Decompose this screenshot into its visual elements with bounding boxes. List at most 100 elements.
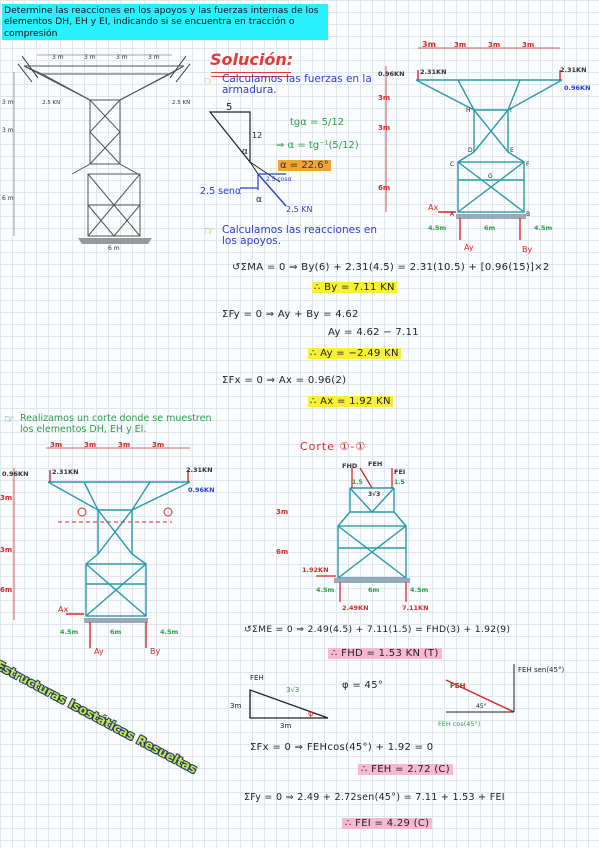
sen-label: 2.5 senα: [200, 186, 242, 197]
f2-dim-b2: 6m: [484, 224, 496, 232]
sec-dim-6m: 6m: [276, 548, 288, 556]
pointing-hand-icon-2: ☞: [204, 224, 215, 238]
sec-feh: FEH: [368, 460, 382, 468]
f3-load-4: 0.96KN: [188, 486, 215, 494]
eq-fy-1: ΣFy = 0 ⇒ Ay + By = 4.62: [222, 309, 359, 320]
f3-dim-top-4: 3m: [152, 441, 164, 449]
tg-equation: tgα = 5/12: [290, 117, 345, 128]
eq-fy-3: ΣFy = 0 ⇒ 2.49 + 2.72sen(45°) = 7.11 + 1…: [244, 792, 505, 803]
f2-dim-top-1: 3m: [422, 40, 436, 49]
problem-statement: Determine las reacciones en los apoyos y…: [2, 4, 328, 41]
step1-text: Calculamos las fuerzas en la armadura.: [222, 73, 372, 96]
solution-title: Solución:: [210, 50, 294, 69]
eq-moment-a: ↺ΣMA = 0 ⇒ By(6) + 2.31(4.5) = 2.31(10.5…: [232, 262, 550, 273]
vec-feh: FEH: [450, 682, 466, 690]
f3-dim-b3: 4.5m: [160, 628, 179, 636]
fei-result: ∴ FEI = 4.29 (C): [342, 818, 433, 829]
load-right: 2.5 KN: [172, 100, 190, 106]
f3-ax: Ax: [58, 605, 68, 614]
feh-triangle: FEH 3m 3m 3√3 φ: [230, 674, 329, 730]
feh-vector-diagram: FEH FEH sen(45°) FEH cos(45°) 45°: [438, 664, 564, 728]
dim-left-3: 6 m: [2, 195, 14, 202]
vec-angle: 45°: [476, 703, 487, 710]
eq-fei-result: ∴ FEI = 4.29 (C): [342, 818, 433, 829]
f2-load-2: 2.31KN: [420, 68, 447, 76]
sec-dim-45a: 4.5m: [316, 586, 335, 594]
f2-dim-b3: 4.5m: [534, 224, 553, 232]
f2-dim-top-4: 3m: [522, 41, 534, 49]
f2-dim-top-2: 3m: [454, 41, 466, 49]
tri-phi: φ: [308, 709, 313, 718]
vec-cos: FEH cos(45°): [438, 720, 480, 728]
dim-top-1: 3 m: [52, 54, 64, 61]
f2-load-4: 0.96KN: [564, 84, 591, 92]
figure-truss-reactions: 3m 3m 3m 3m 3m 3m 6m 0.96KN 2.31KN 2.31K…: [378, 40, 591, 254]
dim-top-3: 3 m: [116, 54, 128, 61]
f3-ay: Ay: [94, 647, 104, 656]
section-title: Corte ①-①: [300, 440, 367, 453]
tri-3sqrt3: 3√3: [286, 686, 299, 694]
alpha-result: α = 22.6°: [278, 160, 331, 171]
ground-support: [78, 238, 152, 244]
tri-twelve: 12: [252, 131, 262, 140]
f2-node-h: H: [466, 107, 471, 114]
f3-dim-top-3: 3m: [118, 441, 130, 449]
dim-top-4: 3 m: [148, 54, 160, 61]
tri-alpha-2: α: [256, 195, 262, 205]
figure-section-cut: FHD FEH FEI 1.5 1.5 3√3 3m 6m 1.92KN 4.5…: [276, 460, 429, 612]
f2-dim-left-1: 3m: [378, 94, 390, 102]
f3-dim-top-1: 3m: [50, 441, 62, 449]
f3-load-1: 0.96KN: [2, 470, 29, 478]
alpha-equation: ⇒ α = tg⁻¹(5/12): [276, 140, 359, 151]
by-result: ∴ By = 7.11 KN: [312, 282, 397, 293]
f2-node-c: C: [450, 161, 454, 168]
f2-dim-left-2: 3m: [378, 124, 390, 132]
f3-dim-left-2: 3m: [0, 546, 12, 554]
sec-dim-15a: 1.5: [352, 479, 363, 486]
f2-node-b: B: [526, 211, 530, 218]
fhd-result: ∴ FHD = 1.53 KN (T): [328, 648, 442, 659]
f3-dim-b2: 6m: [110, 628, 122, 636]
f2-dim-b1: 4.5m: [428, 224, 447, 232]
f2-node-f: F: [526, 161, 530, 168]
feh-result: ∴ FEH = 2.72 (C): [358, 764, 453, 775]
f3-load-3: 2.31KN: [186, 466, 213, 474]
sec-dim-6m-b: 6m: [368, 586, 380, 594]
f3-dim-left-3: 6m: [0, 586, 12, 594]
f2-node-g: G: [488, 173, 493, 180]
ay-result: ∴ Ay = −2.49 KN: [308, 348, 401, 359]
sec-fhd: FHD: [342, 462, 358, 470]
sec-ay-val: 2.49KN: [342, 604, 369, 612]
f3-dim-top-2: 3m: [84, 441, 96, 449]
f2-node-d: D: [468, 147, 473, 154]
load-left: 2.5 KN: [42, 100, 60, 106]
f2-ax: Ax: [428, 203, 438, 212]
f2-load-3: 2.31KN: [560, 66, 587, 74]
f3-load-2: 2.31KN: [52, 468, 79, 476]
phi-equation: φ = 45°: [342, 680, 384, 691]
tri-force-label: 2.5 KN: [286, 205, 313, 214]
tri-alpha: α: [242, 147, 248, 157]
sec-dim-3m: 3m: [276, 508, 288, 516]
dim-left-2: 3 m: [2, 127, 14, 134]
tri-feh: FEH: [250, 674, 264, 682]
eq-ax-result: ∴ Ax = 1.92 KN: [308, 396, 393, 407]
angle-triangle-diagram: 5 12 α α 2.5 cosα 2.5 KN: [208, 102, 313, 214]
eq-fx: ΣFx = 0 ⇒ Ax = 0.96(2): [222, 375, 347, 386]
eq-fx-2: ΣFx = 0 ⇒ FEHcos(45°) + 1.92 = 0: [250, 742, 434, 753]
eq-ay-result: ∴ Ay = −2.49 KN: [308, 348, 401, 359]
eq-moment-e: ↺ΣME = 0 ⇒ 2.49(4.5) + 7.11(1.5) = FHD(3…: [244, 624, 511, 635]
f2-dim-left-3: 6m: [378, 184, 390, 192]
figure-truss-cut: 3m 3m 3m 3m 3m 3m 6m 0.96KN 2.31KN 2.31K…: [0, 441, 215, 656]
tri-3m-side: 3m: [230, 702, 241, 710]
tri-cos-label: 2.5 cosα: [266, 176, 292, 183]
tri-3m-base: 3m: [280, 722, 291, 730]
sec-by-val: 7.11KN: [402, 604, 429, 612]
f3-dim-left-1: 3m: [0, 494, 12, 502]
f2-by: By: [522, 245, 532, 254]
step2-text: Calculamos las reacciones en los apoyos.: [222, 224, 377, 247]
f2-node-i: I: [510, 107, 512, 114]
step3-text: Realizamos un corte donde se muestren lo…: [20, 413, 212, 435]
dim-left-1: 3 m: [2, 99, 14, 106]
eq-by-result: ∴ By = 7.11 KN: [312, 282, 397, 293]
